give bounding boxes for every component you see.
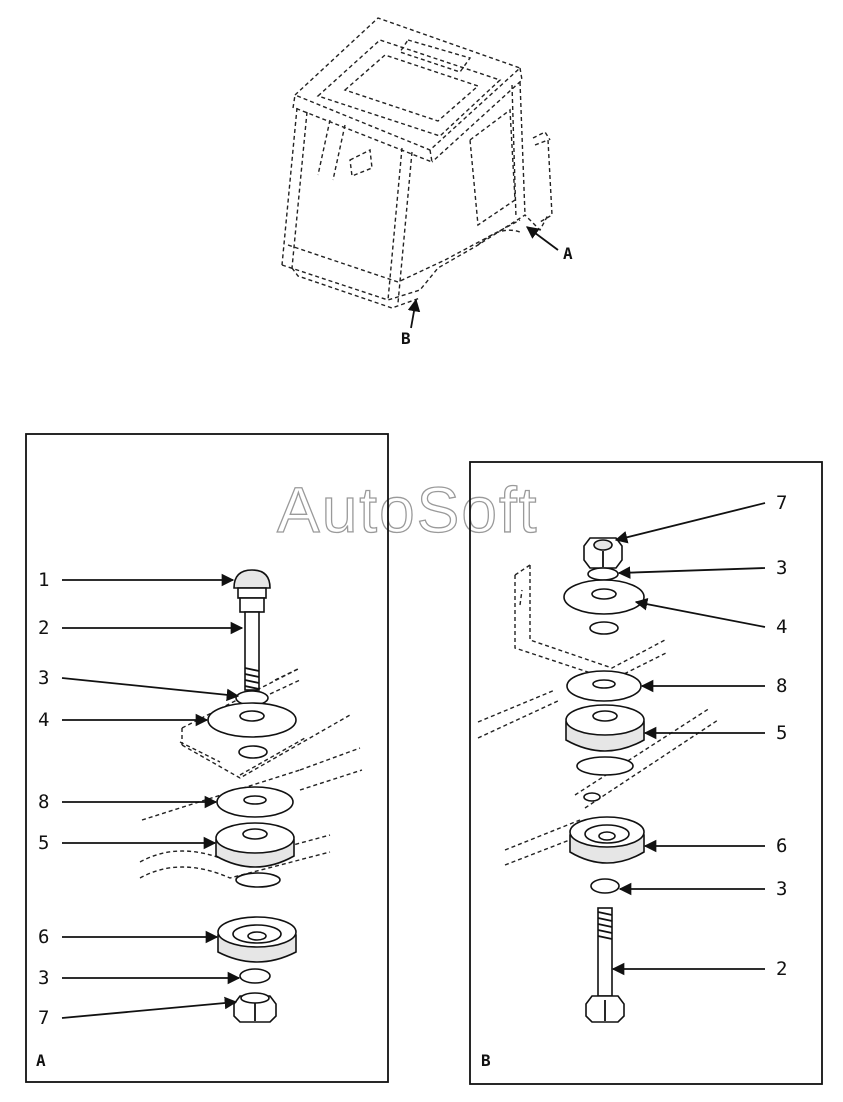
panel-a-large-washer	[207, 702, 297, 738]
panel-a-callout-1: 1	[38, 569, 49, 591]
panel-b-corner-label: B	[481, 1051, 491, 1070]
panel-b-bolt	[585, 907, 625, 1023]
panel-b-frame-hole	[576, 756, 634, 776]
panel-b-callout-3b: 3	[776, 878, 787, 900]
panel-a-frame-hole	[235, 872, 281, 888]
panel-a-leaders	[61, 573, 244, 1019]
panel-b-callout-8: 8	[776, 675, 787, 697]
cab-illustration	[281, 17, 559, 329]
panel-a-callout-8: 8	[38, 791, 49, 813]
panel-a-upper-isolator	[215, 822, 295, 868]
panel-b-callout-5: 5	[776, 722, 787, 744]
panel-b-leaders	[611, 502, 766, 976]
panel-a-cap	[233, 569, 271, 613]
panel-b-callout-labels: 7 3 4 8 5 6 3 2	[776, 492, 787, 980]
cab-marker-b: B	[401, 329, 411, 348]
panel-a-callout-4: 4	[38, 709, 49, 731]
panel-a-callout-2: 2	[38, 617, 49, 639]
panel-b-callout-2: 2	[776, 958, 787, 980]
panel-b-lock-washer-lower	[590, 878, 620, 894]
panel-b-callout-7: 7	[776, 492, 787, 514]
panel-a-bracket-hole	[238, 745, 268, 759]
detail-panel-a	[25, 433, 389, 1083]
panel-b-callout-6: 6	[776, 835, 787, 857]
panel-a-callout-labels: 1 2 3 4 8 5 6 3 7	[38, 569, 49, 1029]
panel-a-callout-3b: 3	[38, 967, 49, 989]
panel-a-washer	[216, 786, 294, 818]
watermark-text: AutoSoft	[277, 474, 539, 546]
panel-a-lower-isolator	[217, 916, 297, 963]
panel-a-callout-5: 5	[38, 832, 49, 854]
panel-a-corner-label: A	[36, 1051, 46, 1070]
panel-b-bracket-hole	[589, 621, 619, 635]
panel-b-washer	[566, 670, 642, 702]
panel-b-lower-isolator	[569, 816, 645, 864]
panel-a-callout-6: 6	[38, 926, 49, 948]
panel-b-callout-4: 4	[776, 616, 787, 638]
detail-panel-b	[469, 461, 823, 1085]
panel-a-callout-7: 7	[38, 1007, 49, 1029]
panel-b-upper-isolator	[565, 704, 645, 752]
panel-a-callout-3: 3	[38, 667, 49, 689]
panel-a-nut	[233, 992, 277, 1023]
panel-b-callout-3: 3	[776, 557, 787, 579]
panel-a-bolt	[244, 611, 260, 691]
panel-a-lock-washer-lower	[239, 968, 271, 984]
panel-b-lock-washer-upper	[587, 567, 619, 581]
panel-b-nut	[583, 537, 623, 569]
panel-b-frame-hole-small	[583, 792, 601, 802]
panel-b-large-washer	[563, 579, 645, 615]
cab-marker-a: A	[563, 244, 573, 263]
